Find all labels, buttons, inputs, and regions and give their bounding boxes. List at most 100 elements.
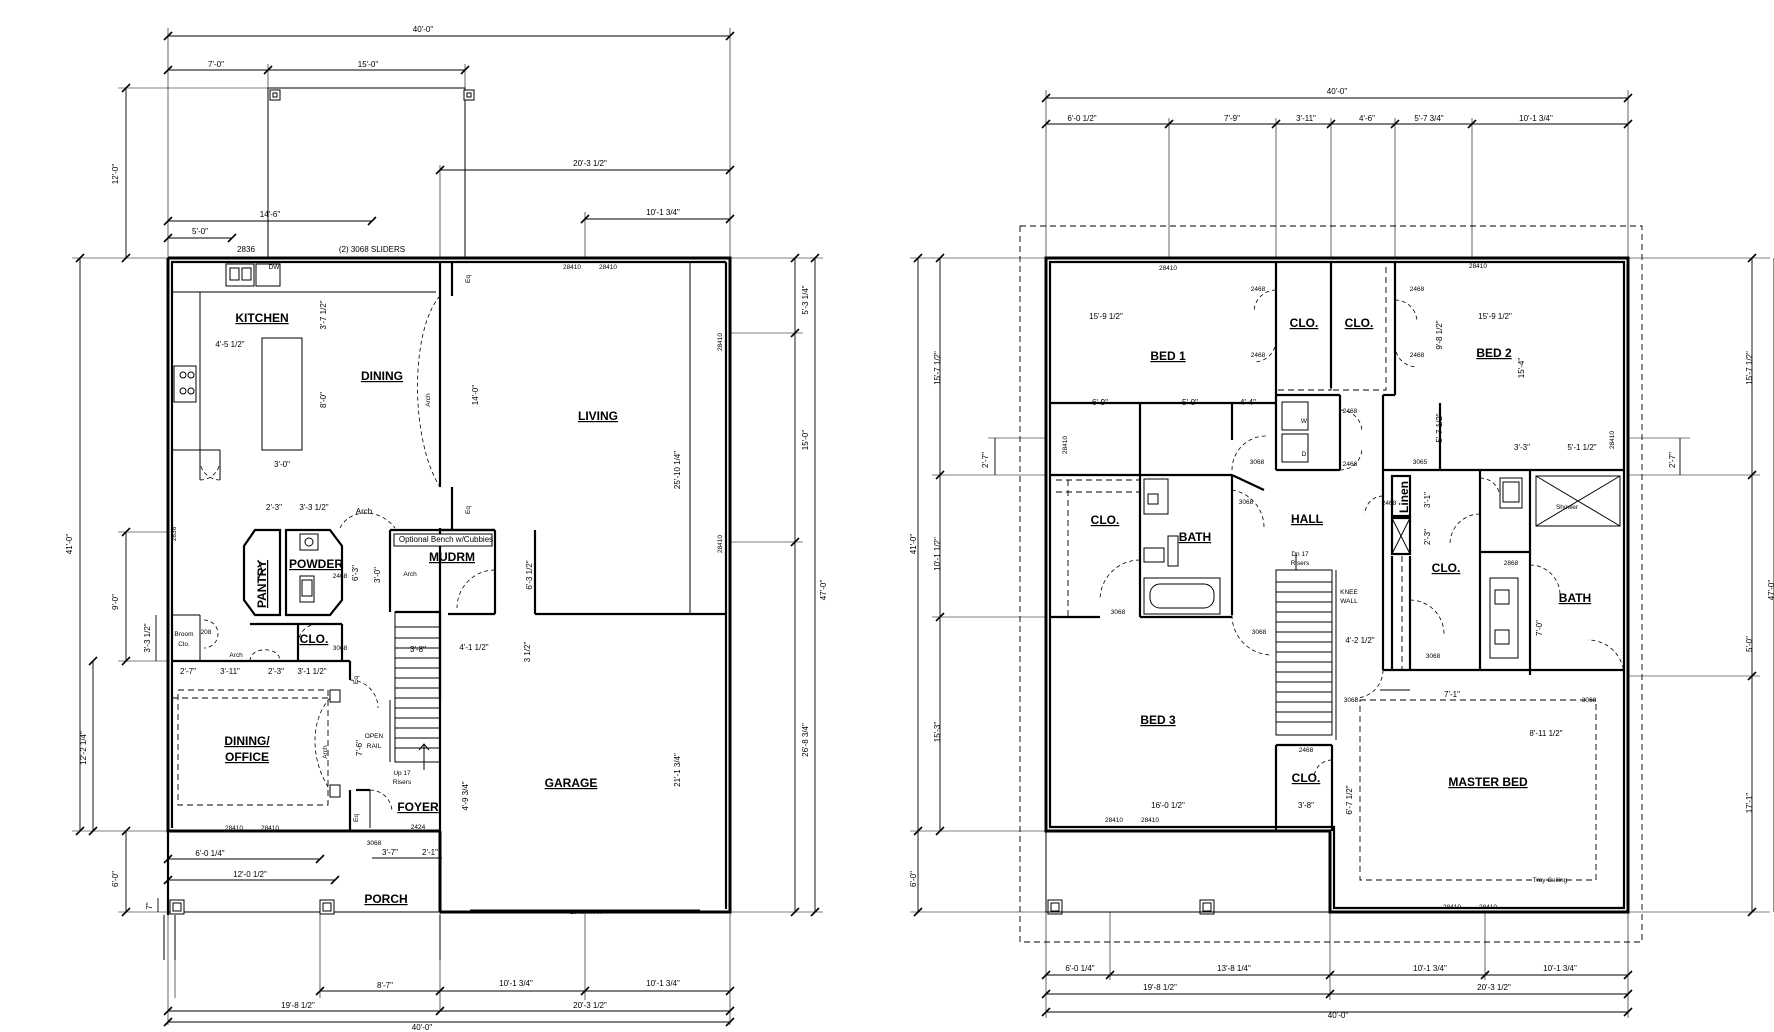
note-arch-13: Arch bbox=[229, 652, 243, 659]
dimension-7-46: 7" bbox=[145, 902, 154, 909]
dimension-7-0-1: 7'-0" bbox=[208, 60, 224, 69]
roof-overhang-outline bbox=[1019, 225, 1643, 943]
room-label-dining-1: DINING bbox=[361, 369, 403, 383]
dimension-5-0-14: 5'-0" bbox=[1182, 398, 1198, 407]
note-w-8: W bbox=[1301, 418, 1308, 425]
room-label-powder-4: POWDER bbox=[289, 557, 343, 571]
note-3065-14: 3065 bbox=[1413, 459, 1428, 466]
dimension-19-8-1-2-41: 19'-8 1/2" bbox=[1143, 983, 1177, 992]
dimension-6-9-13: 6'-9" bbox=[1092, 398, 1108, 407]
dimension-19-8-1-2-50: 19'-8 1/2" bbox=[281, 1001, 315, 1010]
note-28410-10: 28410 bbox=[1062, 436, 1069, 454]
first-floor-dimension-labels: 40'-0"7'-0"15'-0"12'-0"20'-3 1/2"10'-1 3… bbox=[65, 25, 828, 1032]
dimension-5-7-1-2-16: 5'-7 1/2" bbox=[1435, 413, 1444, 442]
note-arch-6: Arch bbox=[425, 393, 432, 407]
dimension-4-2-1-2-28: 4'-2 1/2" bbox=[1345, 636, 1374, 645]
dimension-3-8-34: 3'-8" bbox=[1298, 801, 1314, 810]
first-floor-room-labels: KITCHENDININGLIVINGMUDRMPOWDERPANTRYCLO.… bbox=[224, 311, 618, 906]
dimension-12-0-1-2-42: 12'-0 1/2" bbox=[233, 870, 267, 879]
dimension-40-0-52: 40'-0" bbox=[412, 1023, 433, 1032]
dimension-9-8-1-2-9: 9'-8 1/2" bbox=[1435, 320, 1444, 349]
dimension-7-0-26: 7'-0" bbox=[1535, 620, 1544, 636]
room-label-office-8: OFFICE bbox=[225, 750, 269, 764]
note-28410-2: 28410 bbox=[599, 264, 617, 271]
room-label-clo-6: CLO. bbox=[300, 632, 329, 646]
note-dw-0: DW bbox=[269, 264, 281, 271]
note-2468-8: 2468 bbox=[333, 573, 348, 580]
note-208-11: 208 bbox=[201, 629, 212, 636]
note-dn-17-17: Dn 17 bbox=[1291, 551, 1309, 558]
note-eq-24: Eq bbox=[465, 506, 472, 514]
note-28410-11: 28410 bbox=[1609, 431, 1616, 449]
dimension-3-3-1-2-29: 3'-3 1/2" bbox=[143, 623, 152, 652]
dimension-10-1-3-4-40: 10'-1 3/4" bbox=[1543, 964, 1577, 973]
dimension-40-0-0: 40'-0" bbox=[413, 25, 434, 34]
dimension-4-4-15: 4'-4" bbox=[1240, 398, 1256, 407]
note-28410-32: 28410 bbox=[1479, 904, 1497, 911]
dimension-15-7-1-2-12: 15'-7 1/2" bbox=[1745, 351, 1754, 385]
room-label-dining-7: DINING/ bbox=[224, 734, 270, 748]
note-28410-0: 28410 bbox=[1159, 265, 1177, 272]
note-28410-4: 28410 bbox=[717, 535, 724, 553]
dimension-3-0-13: 3'-0" bbox=[274, 460, 290, 469]
dimension-26-8-3-4-19: 26'-8 3/4" bbox=[801, 723, 810, 757]
room-label-bath-5: BATH bbox=[1179, 530, 1211, 544]
dimension-15-9-1-2-8: 15'-9 1/2" bbox=[1478, 312, 1512, 321]
room-label-pantry-5: PANTRY bbox=[255, 560, 269, 608]
room-label-hall-6: HALL bbox=[1291, 512, 1323, 526]
dimension-2-3068-sliders-8: (2) 3068 SLIDERS bbox=[339, 245, 405, 254]
note-knee-19: KNEE bbox=[1340, 589, 1358, 596]
first-floor-dimension-lines bbox=[72, 28, 823, 1027]
dimension-15-0-17: 15'-0" bbox=[801, 430, 810, 451]
dimension-15-9-1-2-7: 15'-9 1/2" bbox=[1089, 312, 1123, 321]
note-2468-6: 2468 bbox=[1343, 408, 1358, 415]
dimension-40-0-0: 40'-0" bbox=[1327, 87, 1348, 96]
dimension-40-0-43: 40'-0" bbox=[1328, 1011, 1349, 1020]
note-2468-5: 2468 bbox=[1410, 352, 1425, 359]
note-up-17-17: Up 17 bbox=[393, 770, 411, 777]
dimension-6-7-1-2-33: 6'-7 1/2" bbox=[1345, 785, 1354, 814]
dimension-15-0-2: 15'-0" bbox=[358, 60, 379, 69]
dimension-5-0-27: 5'-0" bbox=[1745, 636, 1754, 652]
note-2468-27: 2468 bbox=[1299, 747, 1314, 754]
dimension-3-8-30: 3'-8" bbox=[410, 645, 426, 654]
first-floor-plan: KITCHENDININGLIVINGMUDRMPOWDERPANTRYCLO.… bbox=[65, 25, 828, 1032]
note-2468-7: 2468 bbox=[1343, 461, 1358, 468]
dimension-3-3-17: 3'-3" bbox=[1514, 443, 1530, 452]
dimension-4-1-1-2-31: 4'-1 1/2" bbox=[459, 643, 488, 652]
dimension-7-6-40: 7'-6" bbox=[355, 740, 364, 756]
dimension-41-0-20: 41'-0" bbox=[65, 534, 74, 555]
note-3068-13: 3068 bbox=[1239, 499, 1254, 506]
dimension-21-1-3-4-39: 21'-1 3/4" bbox=[673, 753, 682, 787]
note-2424-21: 2424 bbox=[411, 824, 426, 831]
note-shower-16: Shower bbox=[1556, 504, 1579, 511]
dimension-9-0-28: 9'-0" bbox=[111, 594, 120, 610]
room-label-mudrm-3: MUDRM bbox=[429, 550, 475, 564]
note-3068-12: 3068 bbox=[333, 645, 348, 652]
room-label-bed-1-0: BED 1 bbox=[1150, 349, 1186, 363]
dimension-15-7-1-2-11: 15'-7 1/2" bbox=[933, 351, 942, 385]
dimension-2-7-20: 2'-7" bbox=[1668, 452, 1677, 468]
room-label-linen-7: Linen bbox=[1397, 481, 1411, 513]
second-floor-stairs bbox=[1275, 555, 1337, 740]
dimension-25-10-1-4-15: 25'-10 1/4" bbox=[673, 451, 682, 489]
note-3068-23: 3068 bbox=[1252, 629, 1267, 636]
dimension-3-1-24: 3'-1" bbox=[1423, 492, 1432, 508]
dimension-2-1-44: 2'-1" bbox=[422, 848, 438, 857]
note-2468-15: 2468 bbox=[1382, 500, 1397, 507]
dimension-3-0-27: 3'-0" bbox=[373, 567, 382, 583]
first-floor-interior-walls bbox=[163, 262, 726, 960]
room-label-clo-8: CLO. bbox=[1432, 561, 1461, 575]
dimension-4-6-4: 4'-6" bbox=[1359, 114, 1375, 123]
dimension-2-3-21: 2'-3" bbox=[266, 503, 282, 512]
dimension-2-7-33: 2'-7" bbox=[180, 667, 196, 676]
second-floor-dimension-lines bbox=[910, 90, 1774, 1018]
note-open-15: OPEN bbox=[365, 733, 384, 740]
note-28410-20: 28410 bbox=[261, 825, 279, 832]
dimension-7-9-2: 7'-9" bbox=[1224, 114, 1240, 123]
note-broom-9: Broom bbox=[174, 631, 193, 638]
note-clo-10: Clo. bbox=[178, 641, 190, 648]
note-3068-24: 3068 bbox=[1426, 653, 1441, 660]
